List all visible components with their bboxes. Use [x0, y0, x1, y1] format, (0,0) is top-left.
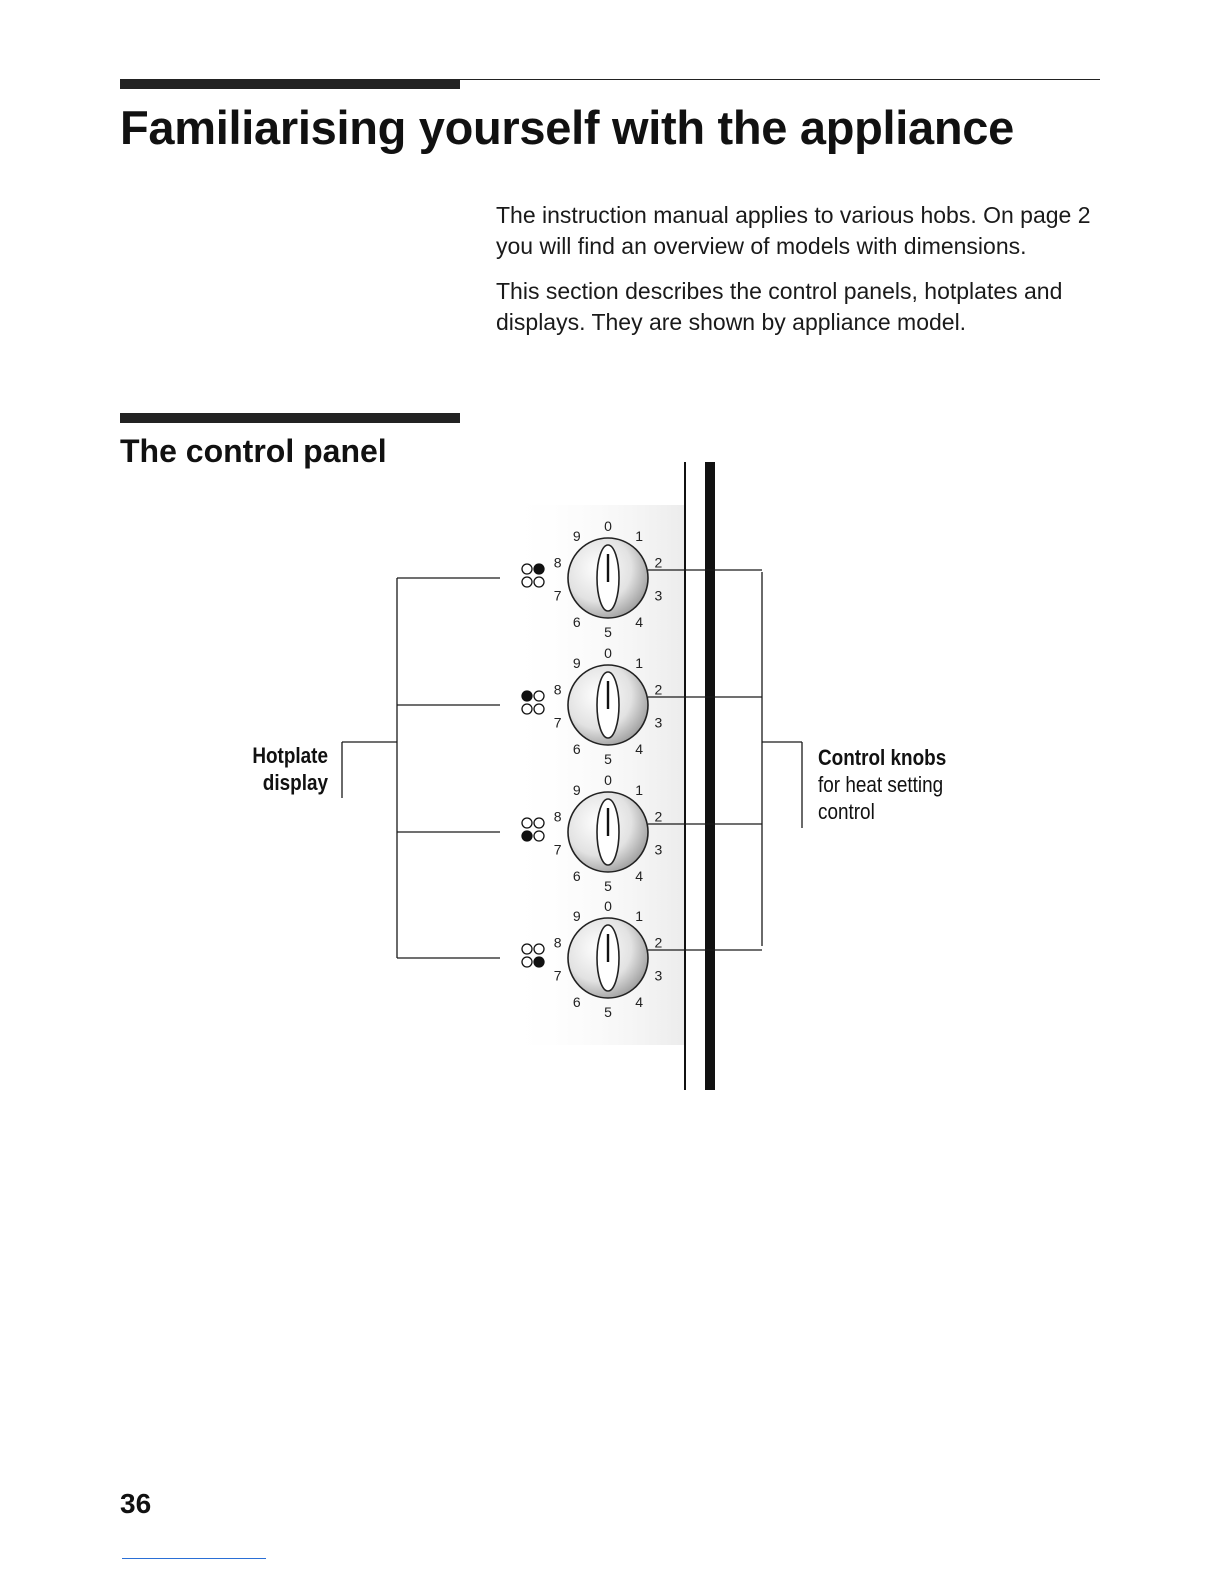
hotplate-indicator-4-dot-2	[533, 943, 545, 955]
hotplate-label-line-2: display	[262, 770, 328, 795]
knob-1-scale-label-9: 9	[573, 528, 581, 544]
page-number: 36	[120, 1488, 152, 1519]
knob-3-scale-label-1: 1	[635, 782, 643, 798]
knob-4-scale-label-4: 4	[635, 994, 643, 1010]
knob-1-scale-label-7: 7	[554, 587, 562, 603]
knob-2-scale-label-5: 5	[604, 751, 612, 767]
knob-1-scale-label-6: 6	[573, 614, 581, 630]
hotplate-indicator-1-dot-4	[533, 576, 545, 588]
header-rule	[460, 79, 1100, 80]
knob-2-scale-label-7: 7	[554, 714, 562, 730]
knob-2-scale-label-8: 8	[554, 682, 562, 698]
knob-3-scale-label-0: 0	[604, 772, 612, 788]
knob-3-scale-label-6: 6	[573, 868, 581, 884]
knob-4-scale-label-5: 5	[604, 1004, 612, 1020]
knob-1-scale-label-4: 4	[635, 614, 643, 630]
knob-1-scale-label-0: 0	[604, 518, 612, 534]
hotplate-display-label: Hotplate display	[218, 742, 328, 796]
knob-4-scale-label-1: 1	[635, 908, 643, 924]
knob-2-scale-label-4: 4	[635, 741, 643, 757]
hotplate-indicator-3-dot-3	[521, 830, 533, 842]
header-bar	[120, 79, 460, 89]
control-knobs-line-2: control	[818, 799, 875, 824]
knob-1-scale-label-5: 5	[604, 624, 612, 640]
knob-1-scale-label-1: 1	[635, 528, 643, 544]
knob-1-scale-label-3: 3	[655, 587, 663, 603]
knob-3-scale-label-5: 5	[604, 878, 612, 894]
knob-4-scale-label-3: 3	[655, 967, 663, 983]
intro-text: The instruction manual applies to variou…	[496, 200, 1096, 352]
hotplate-indicator-4-dot-3	[521, 956, 533, 968]
hotplate-indicator-4-dot-1	[521, 943, 533, 955]
hotplate-indicator-1-dot-3	[521, 576, 533, 588]
knob-4-scale-label-8: 8	[554, 935, 562, 951]
panel-thick-edge	[705, 462, 715, 1090]
knob-2-scale-label-0: 0	[604, 645, 612, 661]
knob-3-scale-label-8: 8	[554, 809, 562, 825]
control-knobs-title: Control knobs	[818, 745, 947, 770]
knob-2-scale-label-2: 2	[655, 682, 663, 698]
section-title: The control panel	[120, 433, 387, 469]
hotplate-indicator-3-dot-1	[521, 817, 533, 829]
knob-2-scale-label-9: 9	[573, 655, 581, 671]
footer-rule	[122, 1558, 266, 1559]
knob-3-scale-label-3: 3	[655, 841, 663, 857]
knob-4-scale-label-9: 9	[573, 908, 581, 924]
intro-paragraph-1: The instruction manual applies to variou…	[496, 202, 1091, 259]
knob-3-scale-label-2: 2	[655, 809, 663, 825]
hotplate-label-line-1: Hotplate	[252, 743, 328, 768]
knob-1-scale-label-8: 8	[554, 555, 562, 571]
hotplate-indicator-1-dot-2	[533, 563, 545, 575]
knob-2-scale-label-3: 3	[655, 714, 663, 730]
control-knobs-label: Control knobs for heat setting control	[818, 744, 946, 825]
knob-4-scale-label-6: 6	[573, 994, 581, 1010]
knob-3-scale-label-9: 9	[573, 782, 581, 798]
hotplate-indicator-2-dot-3	[521, 703, 533, 715]
knob-4-scale-label-2: 2	[655, 935, 663, 951]
knob-3-scale-label-4: 4	[635, 868, 643, 884]
intro-paragraph-2: This section describes the control panel…	[496, 278, 1063, 335]
hotplate-indicator-2-dot-1	[521, 690, 533, 702]
control-knobs-line-1: for heat setting	[818, 772, 944, 797]
knob-4-scale-label-7: 7	[554, 967, 562, 983]
hotplate-indicator-4-dot-4	[533, 956, 545, 968]
page-title: Familiarising yourself with the applianc…	[120, 101, 1014, 154]
knob-2-scale-label-1: 1	[635, 655, 643, 671]
section-bar	[120, 413, 460, 423]
hotplate-indicator-1-dot-1	[521, 563, 533, 575]
hotplate-indicator-3-dot-4	[533, 830, 545, 842]
knob-4-scale-label-0: 0	[604, 898, 612, 914]
hotplate-indicator-3-dot-2	[533, 817, 545, 829]
hotplate-indicator-2-dot-2	[533, 690, 545, 702]
knob-1-scale-label-2: 2	[655, 555, 663, 571]
hotplate-indicator-2-dot-4	[533, 703, 545, 715]
knob-3-scale-label-7: 7	[554, 841, 562, 857]
knob-2-scale-label-6: 6	[573, 741, 581, 757]
